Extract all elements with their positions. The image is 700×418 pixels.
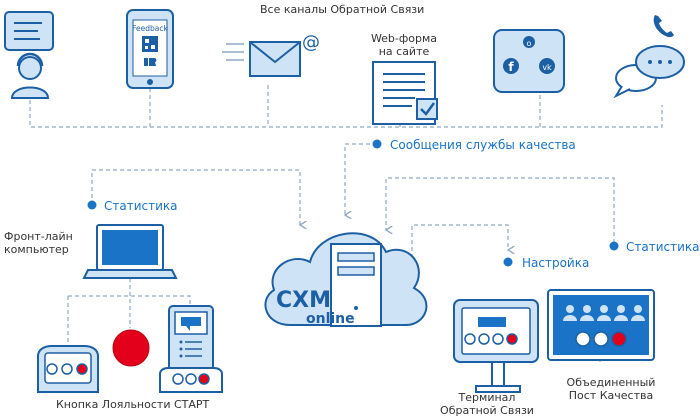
operator-headset-icon <box>4 11 54 99</box>
feedback-label: Feedback <box>132 24 168 33</box>
quality-post-icon <box>547 289 655 361</box>
svg-text:f: f <box>508 60 514 74</box>
terminal-label-line1: Терминал <box>458 391 516 404</box>
post-label-line1: Объединенный <box>567 376 656 389</box>
webform-label-line2: на сайте <box>379 45 430 58</box>
channels-title: Все каналы Обратной Связи <box>260 3 424 16</box>
qr-feedback-phone-icon: Feedback <box>126 9 174 89</box>
email-icon: @ <box>222 32 320 77</box>
loyalty-button-label: Кнопка Лояльности СТАРТ <box>56 398 210 411</box>
svg-text:о: о <box>527 39 532 48</box>
feedback-terminal-icon <box>453 299 539 393</box>
quality-messages-dot <box>372 139 382 149</box>
terminal-label-line2: Обратной Связи <box>440 404 534 417</box>
svg-text:@: @ <box>302 32 320 53</box>
webform-label-line1: Web-форма <box>371 32 437 45</box>
loyalty-button-icon <box>37 305 223 393</box>
stats-right-dot <box>609 241 619 251</box>
social-networks-icon: о f vk <box>493 29 565 93</box>
cxm-label: CXM <box>276 288 331 313</box>
stats-right-label: Статистика <box>626 240 700 254</box>
stats-left-dot <box>87 200 97 210</box>
quality-messages-label: Сообщения службы качества <box>390 138 576 152</box>
svg-text:vk: vk <box>542 63 552 72</box>
cloud-server-icon <box>264 232 428 327</box>
chat-phone-icon <box>613 15 685 99</box>
webform-checklist-icon <box>372 61 438 125</box>
online-label: online <box>306 311 355 327</box>
laptop-icon <box>82 224 178 279</box>
front-label-line1: Фронт-лайн <box>4 230 73 243</box>
setup-label: Настройка <box>522 256 589 270</box>
front-label-line2: компьютер <box>4 243 69 256</box>
post-label-line2: Пост Качества <box>569 389 653 402</box>
setup-dot <box>503 257 513 267</box>
stats-left-label: Статистика <box>104 199 178 213</box>
